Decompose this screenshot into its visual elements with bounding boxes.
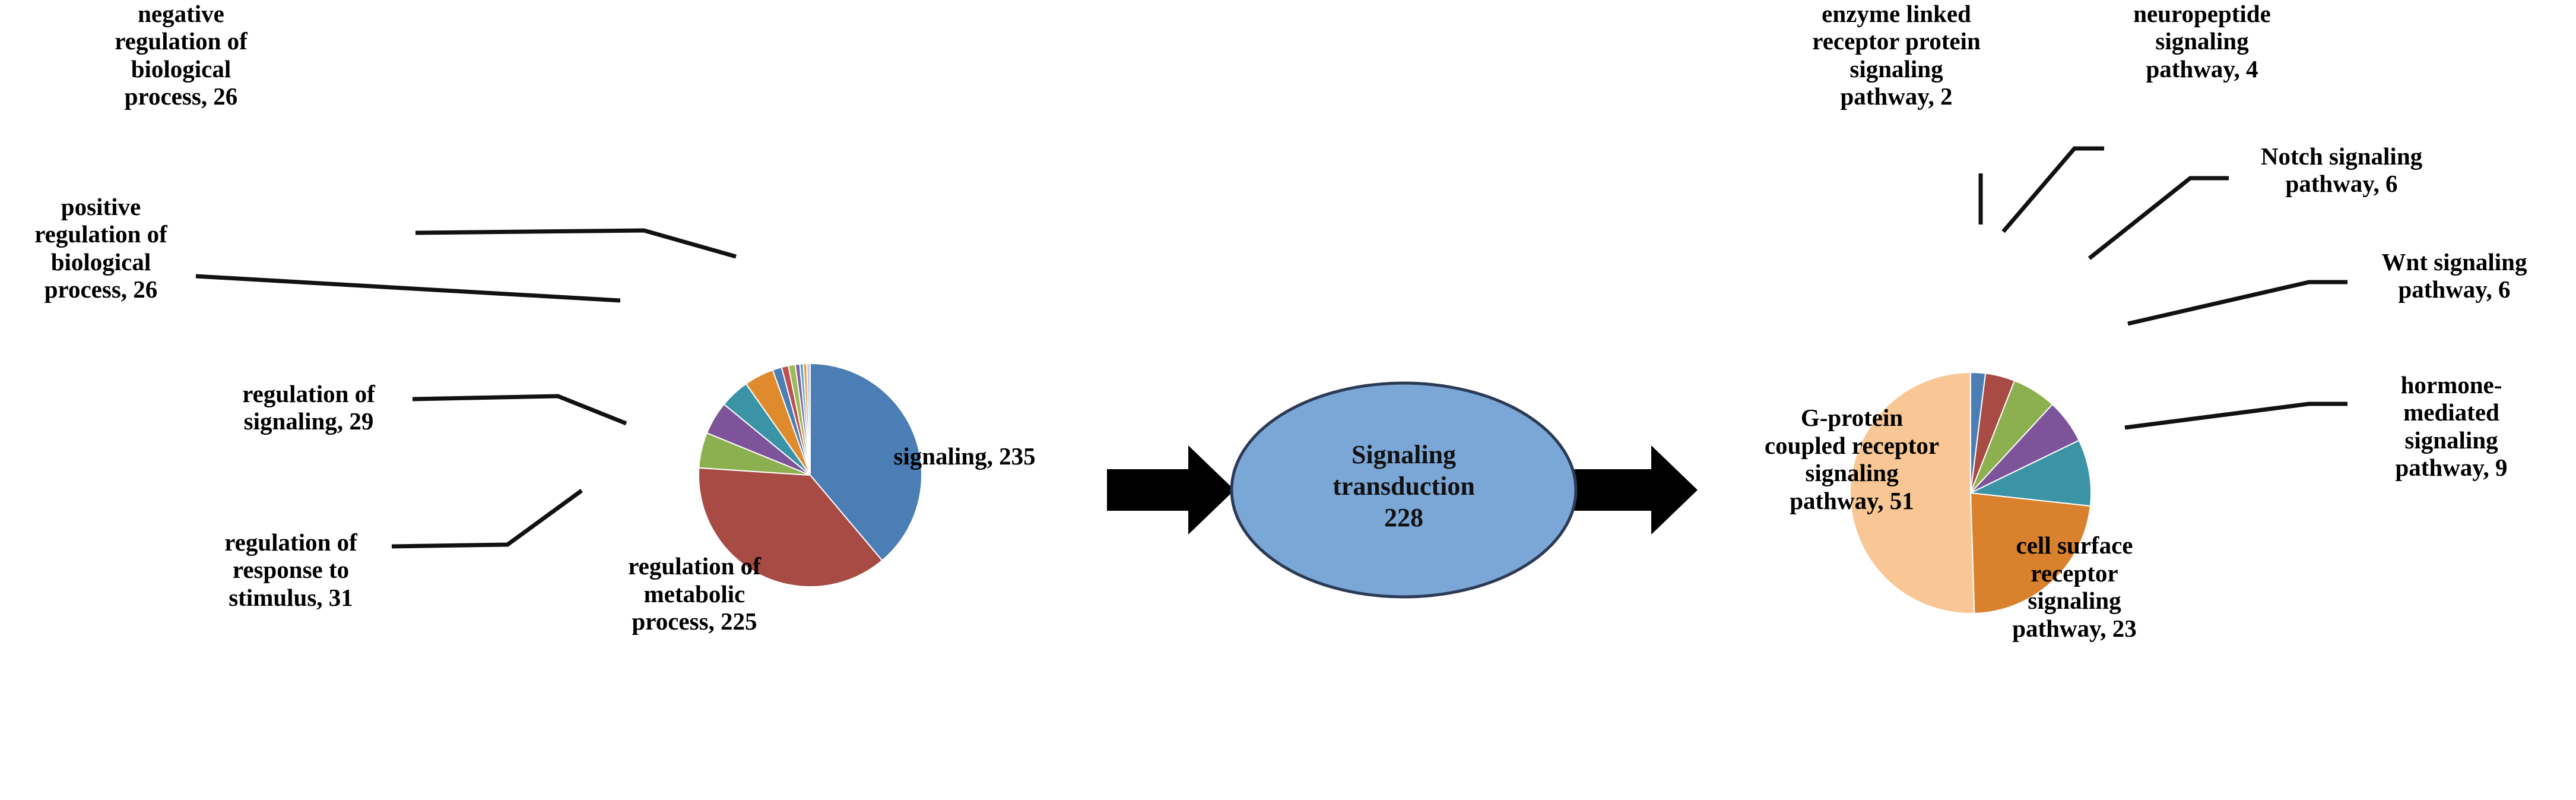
slice-label-signaling: signaling, 235 [893, 442, 1036, 470]
leader-hormone-mediated [2124, 401, 2347, 430]
center-node-text: Signaling transduction 228 [1255, 439, 1552, 533]
pie-slice [787, 363, 811, 476]
pie-slice [698, 432, 811, 476]
leader-notch [2088, 176, 2229, 260]
leader-negative-regulation [415, 228, 737, 259]
leader-wnt [2127, 280, 2347, 326]
center-node-line3: 228 [1384, 502, 1423, 532]
pie-slice [1970, 403, 2080, 494]
center-node-line2: transduction [1333, 471, 1475, 501]
pie-slice [794, 363, 811, 476]
leader-regulation-of-response [391, 489, 583, 549]
leader-regulation-of-signaling [412, 394, 627, 426]
leader-neuropeptide [2001, 146, 2104, 233]
pie-slice [1968, 439, 2092, 507]
pie-slice [723, 382, 811, 476]
pie-slice [799, 363, 811, 476]
leader-positive-regulation [195, 274, 621, 303]
pie-slice [806, 362, 811, 476]
pie-slice [781, 365, 811, 476]
pie-slice [706, 403, 811, 476]
arrow-center-to-right [1570, 445, 1698, 535]
pie-slice [802, 363, 811, 476]
pie-slice [772, 366, 811, 476]
arrow-left-to-center [1107, 445, 1235, 535]
pie-slice [745, 369, 811, 476]
center-node-line1: Signaling [1351, 440, 1457, 469]
